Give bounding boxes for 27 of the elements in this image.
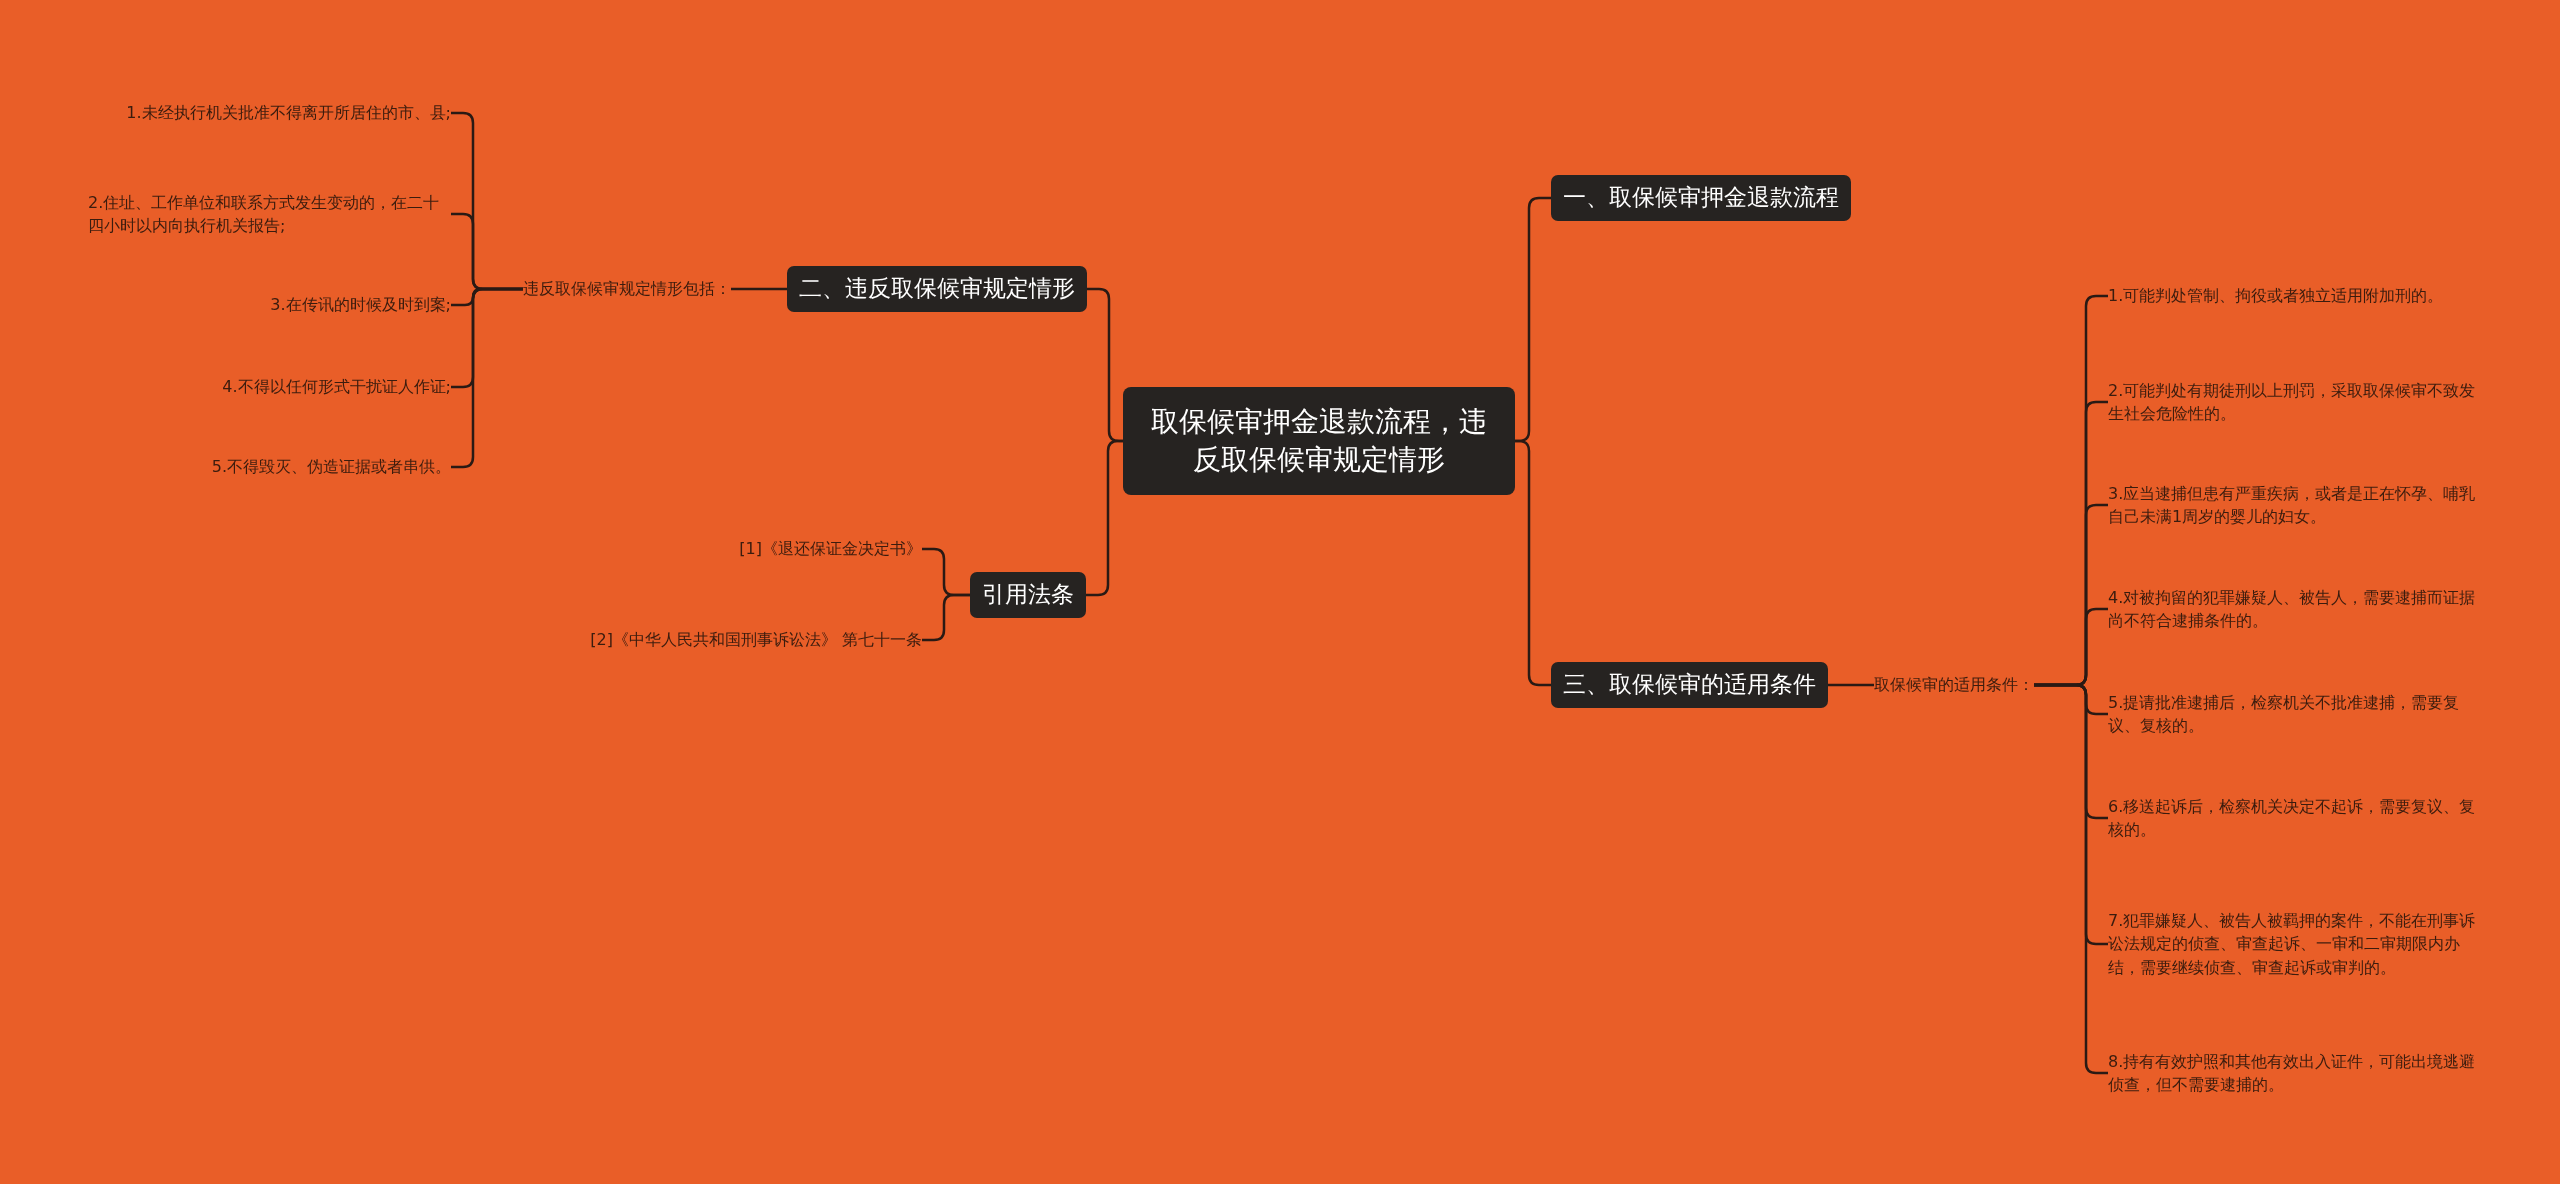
- item-text: 2.可能判处有期徒刑以上刑罚，采取取保候审不致发生社会危险性的。: [2108, 378, 2478, 426]
- connector-line: [1828, 683, 1874, 687]
- topic-box: 三、取保候审的适用条件: [1551, 662, 1828, 708]
- connector-line: [731, 287, 787, 291]
- item-text: 8.持有有效护照和其他有效出入证件，可能出境逃避侦查，但不需要逮捕的。: [2108, 1049, 2478, 1097]
- topic-box: 二、违反取保候审规定情形: [787, 266, 1087, 312]
- topic-box: 一、取保候审押金退款流程: [1551, 175, 1851, 221]
- item-text: 1.可能判处管制、拘役或者独立适用附加刑的。: [2108, 284, 2444, 308]
- item-text: [1]《退还保证金决定书》: [739, 537, 922, 561]
- subtopic-text: 取保候审的适用条件：: [1874, 674, 2034, 696]
- item-text: 4.对被拘留的犯罪嫌疑人、被告人，需要逮捕而证据尚不符合逮捕条件的。: [2108, 585, 2478, 633]
- item-text: 1.未经执行机关批准不得离开所居住的市、县;: [126, 101, 451, 125]
- item-text: [2]《中华人民共和国刑事诉讼法》 第七十一条: [590, 628, 922, 652]
- item-text: 7.犯罪嫌疑人、被告人被羁押的案件，不能在刑事诉讼法规定的侦查、审查起诉、一审和二审期限内办结，需要继续侦查、审查起诉或审判的。: [2108, 909, 2478, 979]
- item-text: 5.不得毁灭、伪造证据或者串供。: [211, 455, 451, 479]
- connector-line: [922, 593, 970, 642]
- item-text: 5.提请批准逮捕后，检察机关不批准逮捕，需要复议、复核的。: [2108, 690, 2478, 738]
- item-text: 6.移送起诉后，检察机关决定不起诉，需要复议、复核的。: [2108, 794, 2478, 842]
- item-text: 2.住址、工作单位和联系方式发生变动的，在二十四小时以内向执行机关报告;: [88, 190, 451, 238]
- central-topic-box: 取保候审押金退款流程，违反取保候审规定情形: [1123, 387, 1515, 495]
- item-text: 4.不得以任何形式干扰证人作证;: [222, 375, 451, 399]
- subtopic-text: 违反取保候审规定情形包括：: [523, 278, 731, 300]
- item-text: 3.应当逮捕但患有严重疾病，或者是正在怀孕、哺乳自己未满1周岁的婴儿的妇女。: [2108, 481, 2478, 529]
- connector-line: [1515, 439, 1551, 687]
- topic-box: 引用法条: [970, 572, 1086, 618]
- item-text: 3.在传讯的时候及时到案;: [270, 293, 451, 317]
- connector-line: [1086, 439, 1123, 597]
